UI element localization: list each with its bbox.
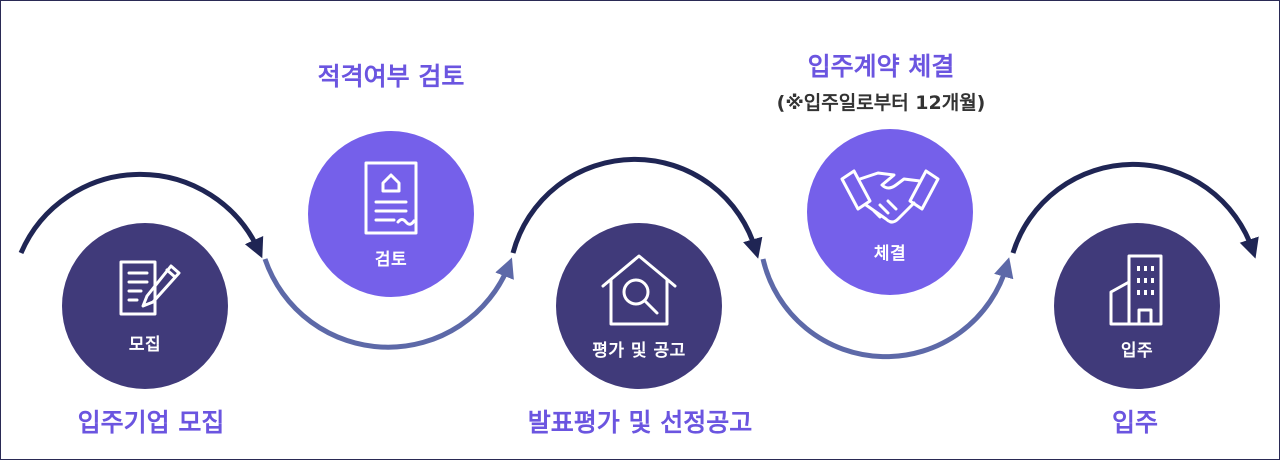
step-review-circle: 검토 bbox=[308, 131, 474, 297]
step-move-in-circle: 입주 bbox=[1054, 223, 1220, 389]
step-contract-circle-label: 체결 bbox=[873, 243, 907, 264]
document-pen-icon bbox=[119, 260, 181, 315]
arc-lower-2 bbox=[760, 257, 1014, 360]
arc-lower-1 bbox=[262, 257, 514, 350]
step-contract-subtitle: (※입주일로부터 12개월) bbox=[776, 92, 986, 114]
arc-upper-3 bbox=[1010, 161, 1259, 259]
step-review-title: 적격여부 검토 bbox=[317, 62, 465, 91]
step-contract-circle: 체결 bbox=[807, 129, 973, 295]
arc-upper-1 bbox=[18, 171, 264, 259]
step-review-circle-label: 검토 bbox=[374, 249, 408, 270]
step-evaluation-title: 발표평가 및 선정공고 bbox=[527, 408, 753, 437]
step-move-in-circle-label: 입주 bbox=[1120, 340, 1154, 361]
document-house-icon bbox=[364, 161, 418, 234]
handshake-icon bbox=[840, 169, 940, 223]
step-evaluation-circle-label: 평가 및 공고 bbox=[592, 340, 686, 361]
arc-upper-2 bbox=[510, 156, 763, 259]
house-search-icon bbox=[601, 254, 677, 325]
step-recruit-circle-label: 모집 bbox=[128, 334, 162, 355]
step-move-in-title: 입주 bbox=[1111, 408, 1159, 437]
step-recruit-title: 입주기업 모집 bbox=[77, 408, 225, 437]
step-recruit-circle: 모집 bbox=[62, 223, 228, 389]
step-evaluation-circle: 평가 및 공고 bbox=[556, 223, 722, 389]
step-contract-title: 입주계약 체결 bbox=[807, 52, 955, 81]
building-icon bbox=[1109, 254, 1163, 325]
